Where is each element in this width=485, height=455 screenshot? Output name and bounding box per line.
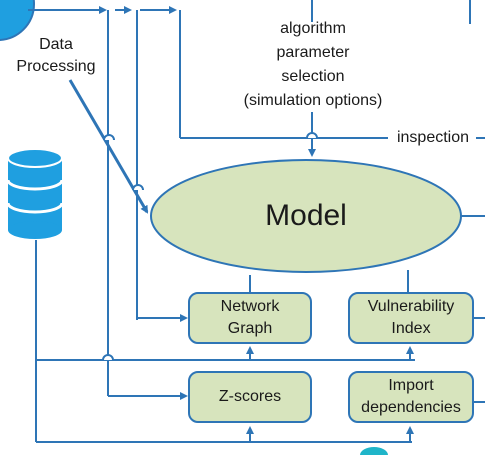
data-processing-label: Data Processing — [16, 36, 96, 75]
hop-bus-mid — [102, 354, 114, 361]
inspection-label: inspection — [390, 127, 476, 149]
hop-dp-1 — [103, 134, 115, 141]
z-scores-label: Z-scores — [218, 388, 282, 405]
hop-dp-2 — [132, 184, 144, 191]
partial-shape-bottom — [360, 447, 388, 455]
data-source-circle — [0, 0, 35, 41]
hop-algorithm — [306, 132, 318, 139]
import-dependencies-label: Import dependencies — [361, 377, 461, 416]
vulnerability-index-label: Vulnerability Index — [367, 298, 455, 337]
network-graph-box[interactable]: Network Graph — [188, 292, 312, 344]
network-graph-label: Network Graph — [220, 298, 280, 337]
algorithm-label: algorithm parameter selection (simulatio… — [243, 20, 383, 109]
model-ellipse[interactable] — [150, 159, 462, 273]
import-dependencies-box[interactable]: Import dependencies — [348, 371, 474, 423]
database-icon — [6, 148, 64, 239]
z-scores-box[interactable]: Z-scores — [188, 371, 312, 423]
model-label: Model — [265, 199, 347, 232]
vulnerability-index-box[interactable]: Vulnerability Index — [348, 292, 474, 344]
